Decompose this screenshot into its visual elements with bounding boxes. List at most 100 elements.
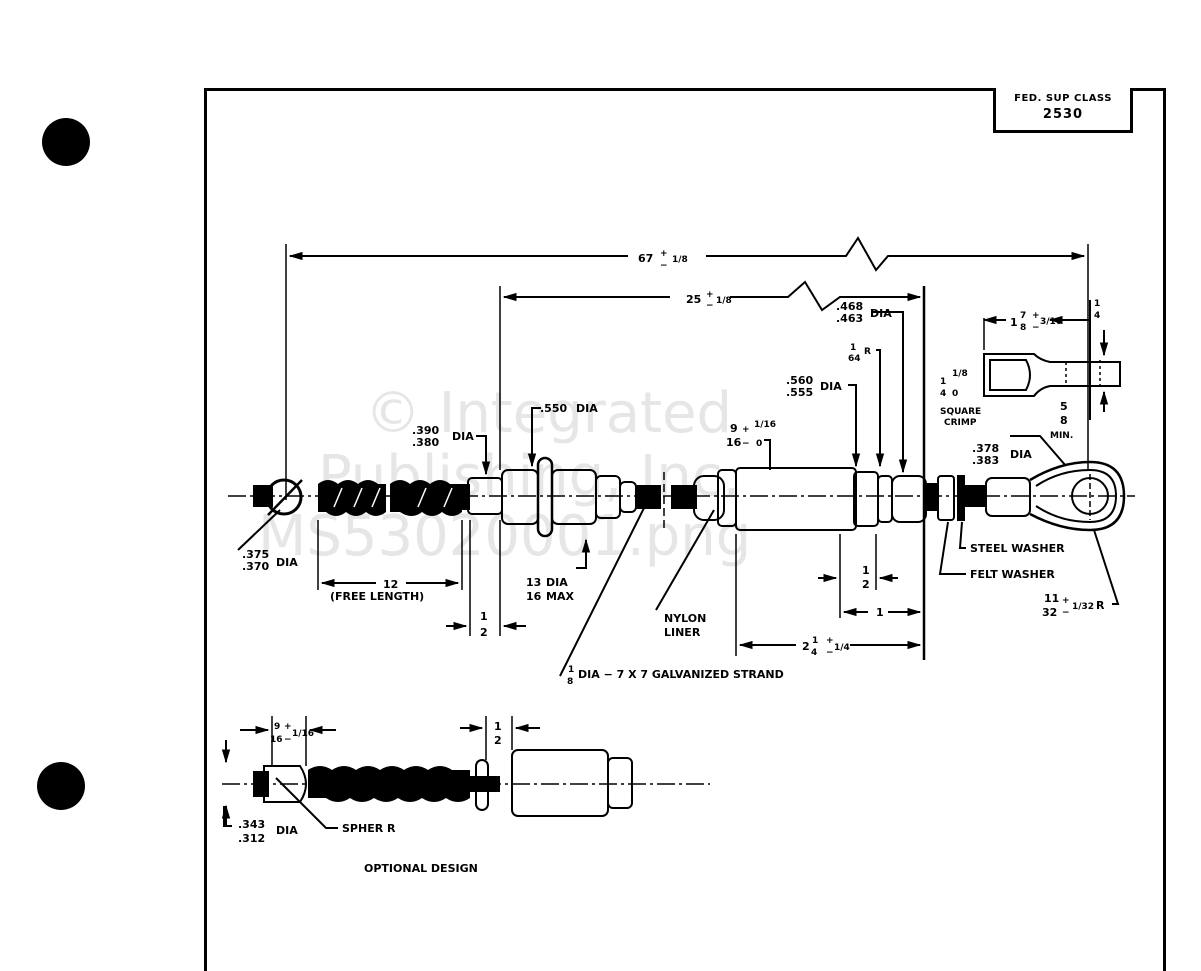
- radius-small-den: 64: [848, 354, 861, 364]
- strand-num: 1: [568, 665, 574, 675]
- nylon-liner-line1: NYLON: [664, 612, 706, 625]
- eye-radius-den: 32: [1042, 606, 1057, 619]
- crimp-num: 1: [940, 377, 946, 387]
- mid-length-num: 1: [812, 636, 818, 646]
- overall-length-plus: +: [660, 249, 668, 259]
- crimp-line1: SQUARE: [940, 407, 981, 417]
- tolerance-sign: +: [1062, 596, 1070, 606]
- boot-dia-upper: .390: [412, 424, 439, 437]
- optional-design-drawing: [221, 716, 710, 829]
- optional-length-den: 16: [270, 735, 283, 745]
- free-length-value: 12: [383, 578, 398, 591]
- half-inch-left-den: 2: [480, 626, 488, 639]
- boot-dia-unit: DIA: [452, 430, 474, 443]
- optional-design-labels: 9 16 + − 1/16 1 2 .343 .312 DIA SPHER R …: [238, 720, 502, 875]
- ferrule-dia-lower: .463: [836, 312, 863, 325]
- one-inch-value: 1: [876, 606, 884, 619]
- fed-sup-class-label: FED. SUP CLASS: [1014, 93, 1112, 104]
- max-dia-unit: DIA: [546, 576, 568, 589]
- steel-washer-label: STEEL WASHER: [970, 542, 1065, 555]
- conduit-length-tol: 1/8: [716, 296, 732, 306]
- clevis-length-num: 7: [1020, 311, 1026, 321]
- felt-washer-label: FELT WASHER: [970, 568, 1055, 581]
- ferrule-dia-unit: DIA: [870, 307, 892, 320]
- radius-small-num: 1: [850, 343, 856, 353]
- max-dia-den: 16: [526, 590, 542, 603]
- fitting-dia-unit: DIA: [820, 380, 842, 393]
- fed-sup-class-value: 2530: [1042, 107, 1084, 122]
- eye-dia-lower: .383: [972, 454, 999, 467]
- fed-sup-class-box: FED. SUP CLASS 2530: [993, 88, 1133, 133]
- fitting-length-num: 9: [730, 422, 738, 435]
- crimp-den: 4: [940, 389, 946, 399]
- free-length-note: (FREE LENGTH): [330, 590, 424, 603]
- tolerance-sign: −: [284, 735, 292, 745]
- ferrule-dia-upper: .468: [836, 300, 863, 313]
- tolerance-sign: +: [826, 636, 834, 646]
- optional-half-den: 2: [494, 734, 502, 747]
- crimp-line2: CRIMP: [944, 418, 977, 428]
- tolerance-sign: −: [1032, 323, 1040, 333]
- flange-dia-value: .550: [540, 402, 567, 415]
- crimp-tol-minus: 0: [952, 389, 958, 399]
- eye-dia-upper: .378: [972, 442, 999, 455]
- tolerance-sign: −: [742, 439, 750, 449]
- eye-dia-unit: DIA: [1010, 448, 1032, 461]
- clevis-min-den: 8: [1060, 414, 1068, 427]
- end-dia-lower: .370: [242, 560, 269, 573]
- tolerance-sign: +: [742, 425, 750, 435]
- watermark-line-1: © Integrated: [365, 381, 732, 446]
- eye-radius-num: 11: [1044, 592, 1059, 605]
- clevis-end-den: 4: [1094, 311, 1100, 321]
- strand-text: DIA − 7 X 7 GALVANIZED STRAND: [578, 668, 784, 681]
- fitting-length-tol-minus: 0: [756, 439, 762, 449]
- optional-length-num: 9: [274, 722, 280, 732]
- clevis-min-num: 5: [1060, 400, 1068, 413]
- optional-dia-unit: DIA: [276, 824, 298, 837]
- mid-length-whole: 2: [802, 640, 810, 653]
- overall-dim-line-right: [706, 236, 1086, 272]
- boot-dia-lower: .380: [412, 436, 439, 449]
- end-dia-upper: .375: [242, 548, 269, 561]
- optional-dia-upper: .343: [238, 818, 265, 831]
- half-inch-right-den: 2: [862, 578, 870, 591]
- dimension-labels: 67 + − 1/8 25 + − 1/8 .468 .463 DIA 1 64…: [242, 249, 1105, 687]
- conduit-length-value: 25: [686, 293, 701, 306]
- nylon-liner-line2: LINER: [664, 626, 701, 639]
- binder-hole-bottom: [37, 762, 85, 810]
- optional-dia-lower: .312: [238, 832, 265, 845]
- clevis-min-note: MIN.: [1050, 431, 1073, 441]
- optional-half-num: 1: [494, 720, 502, 733]
- tolerance-sign: −: [826, 648, 834, 658]
- overall-length-tol: 1/8: [672, 255, 688, 265]
- strand-den: 8: [567, 677, 573, 687]
- drawing-frame: [204, 88, 1166, 971]
- conduit-length-plus: +: [706, 290, 714, 300]
- crimp-tol-plus: 1/8: [952, 369, 968, 379]
- max-dia-note: MAX: [546, 590, 574, 603]
- tolerance-sign: +: [284, 722, 292, 732]
- overall-length-value: 67: [638, 252, 653, 265]
- watermark: © Integrated Publishing, Inc. MS53020001…: [258, 381, 751, 569]
- fitting-length-tol-plus: 1/16: [754, 420, 776, 430]
- eye-radius-tol: 1/32: [1072, 602, 1094, 612]
- clevis-length-den: 8: [1020, 323, 1026, 333]
- overall-length-minus: −: [660, 261, 668, 271]
- tolerance-sign: +: [1032, 311, 1040, 321]
- half-inch-left-num: 1: [480, 610, 488, 623]
- clevis-length-tol-plus: 3/16: [1040, 317, 1062, 327]
- mid-length-den: 4: [811, 648, 817, 658]
- optional-design-title: OPTIONAL DESIGN: [364, 862, 478, 875]
- clevis-end-num: 1: [1094, 299, 1100, 309]
- flange-dia-unit: DIA: [576, 402, 598, 415]
- technical-drawing: © Integrated Publishing, Inc. MS53020001…: [221, 236, 1135, 875]
- radius-small-unit: R: [864, 347, 871, 357]
- clevis-length-whole: 1: [1010, 316, 1018, 329]
- fitting-dia-lower: .555: [786, 386, 813, 399]
- conduit-length-minus: −: [706, 301, 714, 311]
- half-inch-right-num: 1: [862, 564, 870, 577]
- fitting-length-den: 16: [726, 436, 742, 449]
- tolerance-sign: −: [1062, 608, 1070, 618]
- fitting-dia-upper: .560: [786, 374, 813, 387]
- mid-length-tol: 1/4: [834, 643, 850, 653]
